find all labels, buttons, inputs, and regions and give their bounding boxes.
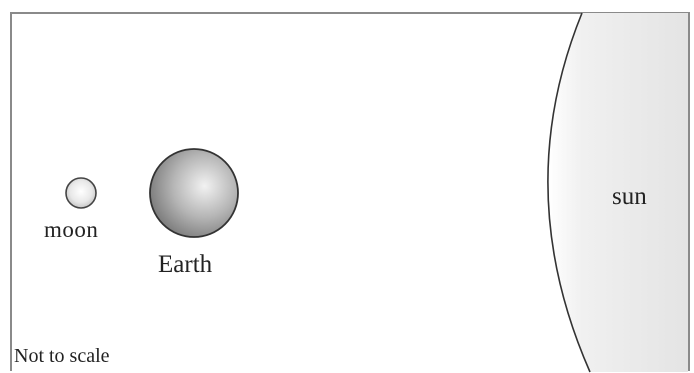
earth-label: Earth [158,252,212,277]
earth-icon [150,149,238,237]
scale-note: Not to scale [14,346,110,366]
moon-icon [66,178,96,208]
moon-label: moon [44,218,98,241]
sun-label: sun [612,184,647,209]
